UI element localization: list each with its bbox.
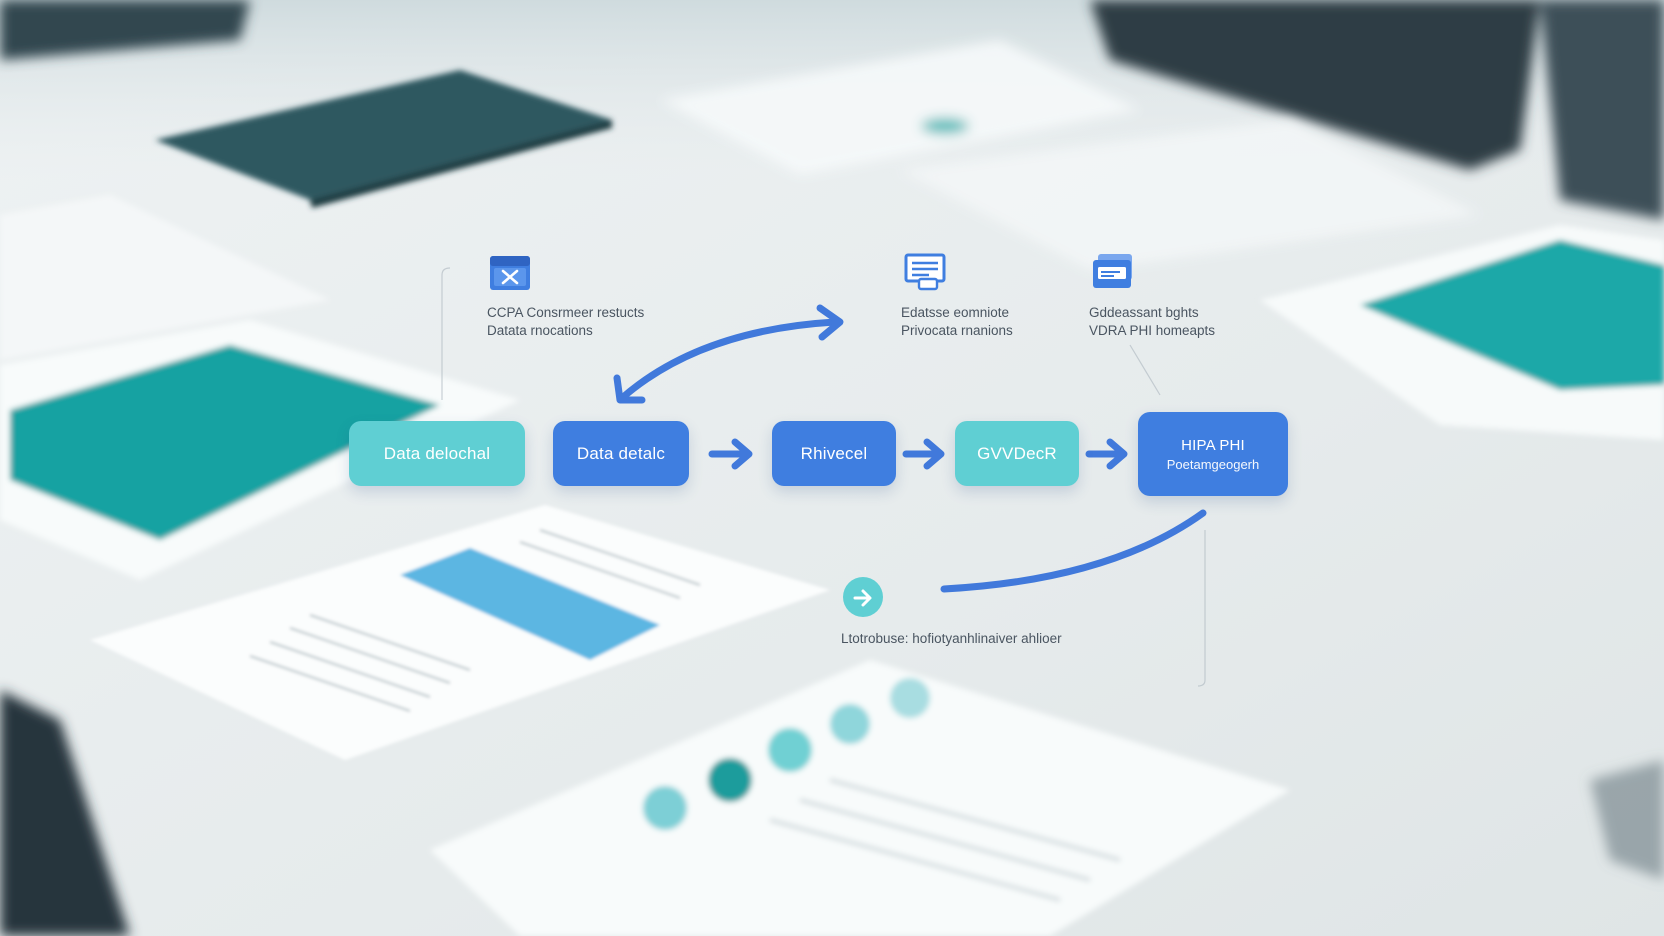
bottom-note-text: Ltotrobuse: hofiotyanhlinaiver ahlioer (841, 631, 1062, 646)
curved-arrow-head-right (816, 304, 844, 341)
node-title: HIPA PHI (1181, 436, 1245, 454)
caption-line: CCPA Consrmeer restucts (487, 305, 645, 320)
caption-edatsse: Edatsse eomniote Privocata rnanions (901, 304, 1013, 340)
caption-line: Datata rnocations (487, 323, 593, 338)
node-label: Data detalc (576, 443, 666, 463)
node-hipa-phi: HIPA PHI Poetamgeogerh (1138, 412, 1288, 496)
document-x-icon (490, 256, 530, 290)
arrow-3-4 (902, 438, 945, 470)
node-gvvdecr: GVVDecR (955, 421, 1079, 486)
caption-gddeassant: Gddeassant bghts VDRA PHI homeapts (1089, 304, 1215, 340)
node-data-detalc: Data detalc (553, 421, 689, 486)
caption-line: VDRA PHI homeapts (1089, 323, 1216, 338)
node-label: Rhivecel (800, 443, 868, 463)
node-data-delochal: Data delochal (349, 421, 525, 486)
caption-line: Privocata rnanions (901, 323, 1013, 338)
document-list-icon (904, 253, 946, 291)
node-label: Data delochal (383, 443, 491, 463)
curved-arrow-head-left (613, 374, 646, 404)
folder-card-icon (1093, 254, 1132, 288)
arrow-right-circle-icon (843, 577, 883, 617)
node-label: GVVDecR (977, 443, 1057, 463)
caption-ccpa: CCPA Consrmeer restucts Datata rnocation… (487, 304, 644, 340)
caption-line: Gddeassant bghts (1089, 305, 1199, 320)
bottom-curve-line (940, 509, 1207, 593)
caption-line: Edatsse eomniote (901, 305, 1010, 320)
arrow-2-3 (708, 438, 753, 470)
node-subtitle: Poetamgeogerh (1166, 456, 1260, 472)
arrow-4-5 (1085, 438, 1128, 470)
curved-double-arrow (618, 318, 839, 402)
node-rhivecel: Rhivecel (772, 421, 896, 486)
